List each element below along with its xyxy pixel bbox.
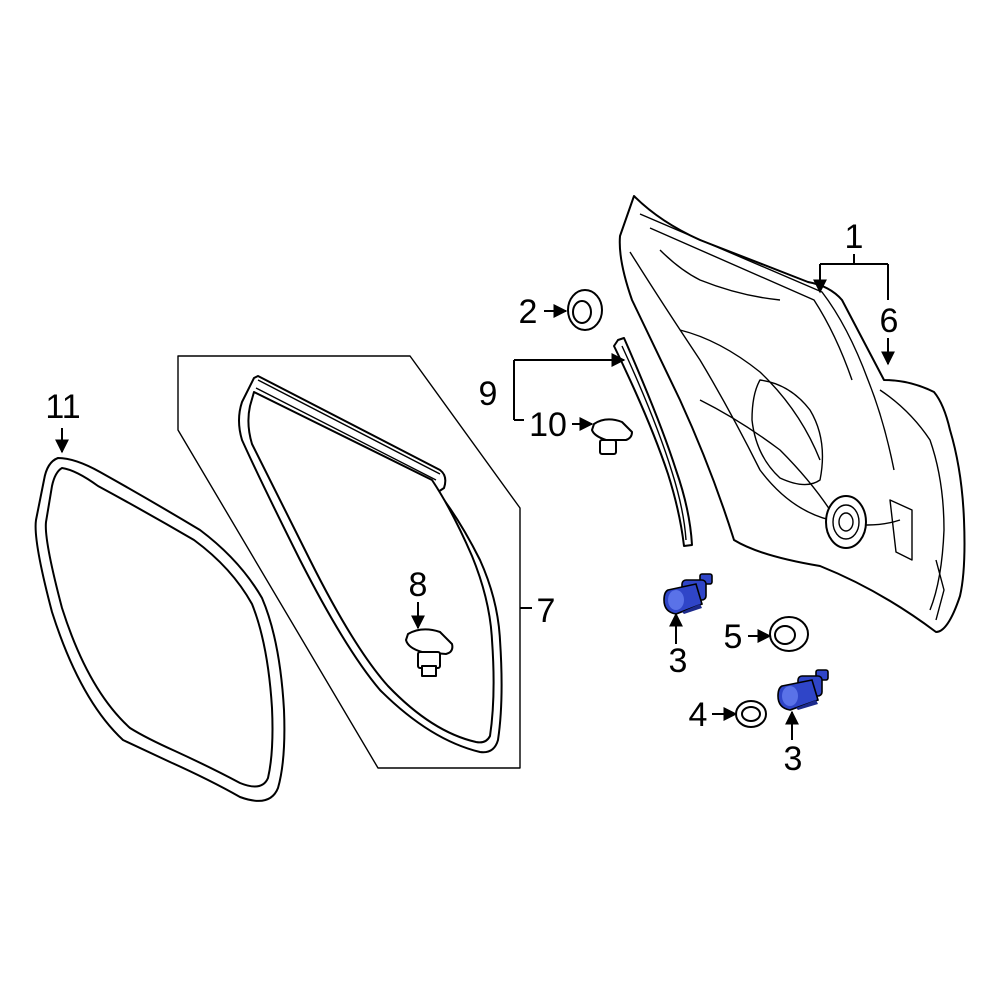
callout-6: 6 <box>880 302 899 340</box>
callout-4: 4 <box>689 696 708 734</box>
part-10-clip[interactable] <box>591 418 633 455</box>
part-2-plug[interactable] <box>567 289 603 331</box>
callout-3-lower: 3 <box>784 740 803 778</box>
part-7-group-outline <box>177 355 532 769</box>
callout-7: 7 <box>537 592 556 630</box>
callout-5: 5 <box>724 618 743 656</box>
callout-2: 2 <box>519 293 538 331</box>
callout-1: 1 <box>845 218 864 256</box>
leader-lines <box>55 254 895 740</box>
callout-9: 9 <box>479 375 498 413</box>
part-3-pin-lower[interactable] <box>777 669 829 711</box>
part-11-weatherstrip[interactable] <box>34 457 286 802</box>
part-5-plug[interactable] <box>769 616 809 652</box>
part-8-clip[interactable] <box>405 628 454 677</box>
callout-8: 8 <box>409 566 428 604</box>
part-4-washer[interactable] <box>735 700 767 728</box>
callout-10: 10 <box>529 406 567 444</box>
callout-3-upper: 3 <box>669 642 688 680</box>
part-1-door-shell[interactable] <box>618 195 966 633</box>
part-3-pin-upper[interactable] <box>663 573 713 615</box>
callout-11: 11 <box>45 388 80 426</box>
